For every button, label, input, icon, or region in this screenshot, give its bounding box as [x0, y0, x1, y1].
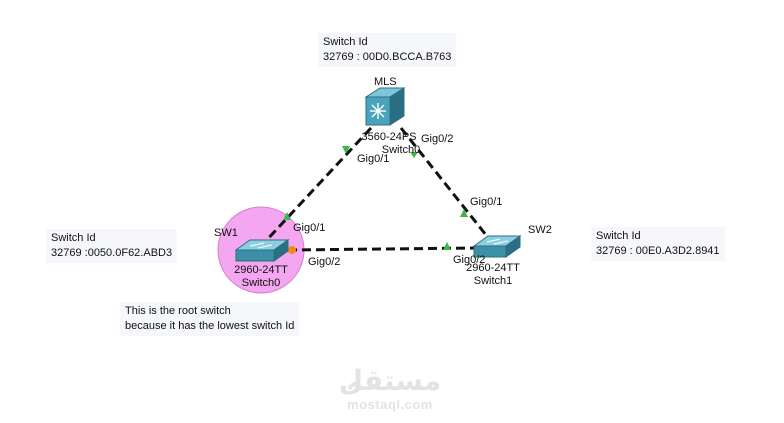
- switch-icon[interactable]: [234, 239, 290, 262]
- sw2-switch-id-note: Switch Id 32769 : 00E0.A3D2.8941: [591, 227, 725, 261]
- note-value: 32769 :0050.0F62.ABD3: [51, 247, 173, 259]
- watermark-logo-icon: [347, 382, 363, 391]
- multilayer-switch-icon[interactable]: [364, 87, 406, 126]
- port-indicator-up: [460, 209, 468, 217]
- device-model: 2960-24TT: [466, 262, 520, 274]
- note-title: Switch Id: [323, 36, 368, 48]
- device-name-sw1: SW1: [214, 227, 238, 239]
- device-name-mls: MLS: [374, 76, 397, 88]
- port-label-sw2-gig0-2: Gig0/2: [453, 254, 486, 266]
- note-title: Switch Id: [596, 230, 641, 242]
- root-switch-note: This is the root switch because it has t…: [120, 302, 300, 336]
- note-line: because it has the lowest switch Id: [125, 320, 295, 332]
- device-hostname: Switch0: [241, 277, 281, 289]
- device-model: 3560-24PS: [361, 131, 417, 143]
- note-title: Switch Id: [51, 232, 96, 244]
- note-line: This is the root switch: [125, 305, 231, 317]
- link-mls-sw1[interactable]: [261, 126, 373, 246]
- sw1-device-label: 2960-24TT Switch0: [226, 264, 296, 290]
- switch-icon[interactable]: [472, 235, 522, 258]
- watermark: مستقل mostaql.com: [330, 365, 450, 412]
- port-label-sw1-gig0-2: Gig0/2: [308, 256, 341, 268]
- port-indicator-up: [342, 146, 350, 154]
- port-label-sw1-gig0-1: Gig0/1: [293, 222, 326, 234]
- port-indicator-up: [443, 242, 451, 250]
- port-label-mls-gig0-1: Gig0/1: [357, 153, 390, 165]
- mls-device-label: 3560-24PS Switch0: [354, 131, 424, 157]
- port-indicator-up: [283, 212, 291, 220]
- link-mls-sw2[interactable]: [399, 127, 492, 241]
- mls-switch-id-note: Switch Id 32769 : 00D0.BCCA.B763: [318, 33, 457, 67]
- port-indicator-blocked: [288, 246, 296, 254]
- port-indicator-up: [410, 152, 418, 158]
- watermark-arabic: مستقل: [338, 365, 442, 396]
- device-model: 2960-24TT: [234, 264, 288, 276]
- sw1-switch-id-note: Switch Id 32769 :0050.0F62.ABD3: [46, 229, 178, 263]
- note-value: 32769 : 00E0.A3D2.8941: [596, 245, 720, 257]
- note-value: 32769 : 00D0.BCCA.B763: [323, 51, 452, 63]
- port-label-sw2-gig0-1: Gig0/1: [470, 196, 503, 208]
- device-hostname: Switch1: [473, 275, 513, 287]
- device-hostname: Switch0: [381, 144, 421, 156]
- sw2-device-label: 2960-24TT Switch1: [458, 262, 528, 288]
- device-name-sw2: SW2: [528, 224, 552, 236]
- port-label-mls-gig0-2: Gig0/2: [421, 133, 454, 145]
- watermark-latin: mostaql.com: [347, 397, 433, 412]
